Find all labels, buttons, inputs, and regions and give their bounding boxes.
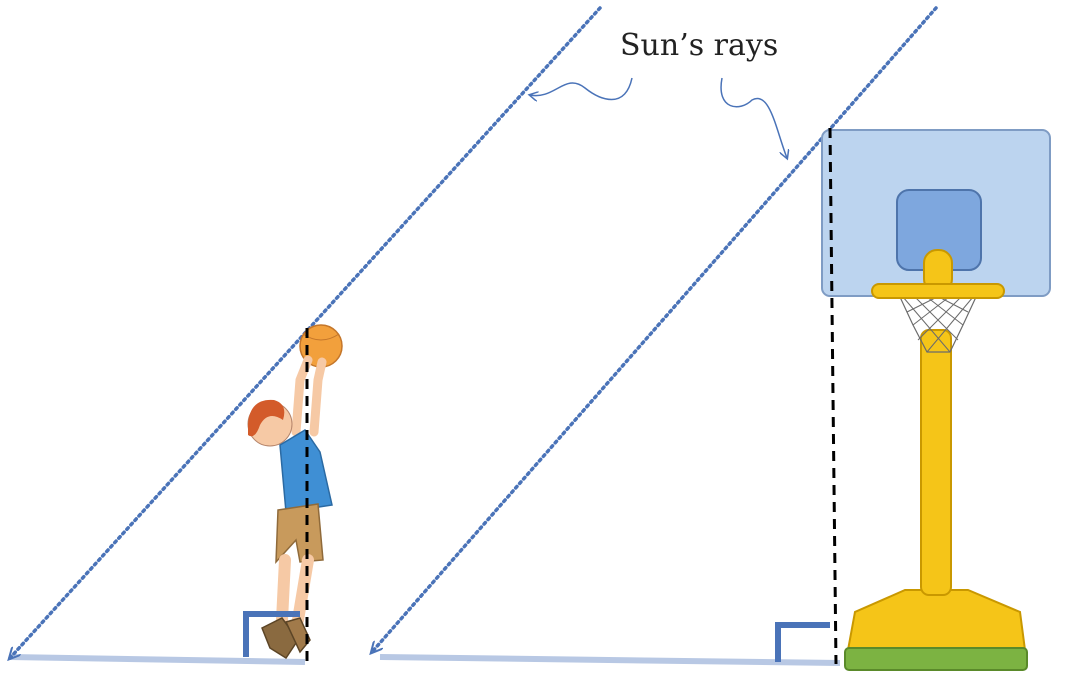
right-angle-marker-person <box>243 611 300 657</box>
ray-pointer-right <box>720 77 787 158</box>
basketball-player-icon <box>247 324 343 660</box>
hoop-height-line <box>828 127 838 665</box>
hoop-shadow-line <box>379 654 841 666</box>
ray-pointer-left <box>530 77 633 100</box>
right-angle-marker-hoop <box>775 622 830 662</box>
sun-ray-right <box>372 6 938 652</box>
sun-rays-label: Sun’s rays <box>620 28 779 63</box>
person-shadow-line <box>9 654 306 665</box>
basketball-hoop-icon <box>821 129 1051 671</box>
